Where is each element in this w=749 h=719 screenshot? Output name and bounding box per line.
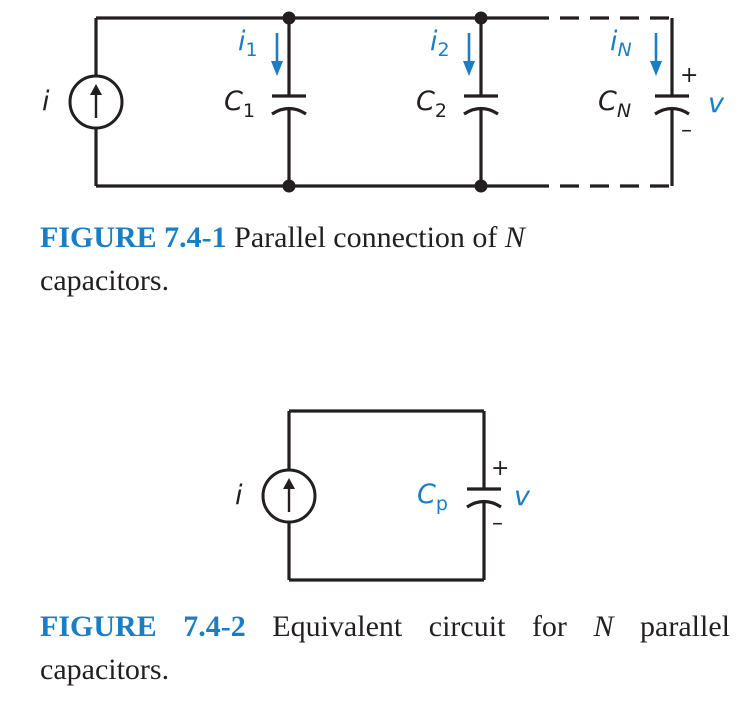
capacitor-label-cn: CN	[598, 86, 631, 122]
current-arrow-2	[463, 33, 475, 76]
capacitor-cn-symbol	[654, 94, 690, 116]
figure-caption-1: FIGURE 7.4-1 Parallel connection of N ca…	[40, 216, 600, 302]
current-label-1: i1	[238, 26, 258, 61]
fig1-wires	[94, 16, 674, 188]
current-source-symbol-fig2	[261, 468, 317, 524]
figure-number-1: FIGURE 7.4-1	[40, 221, 227, 254]
caption-text-2b: N	[593, 610, 614, 643]
plus-sign-fig2: +	[491, 456, 509, 481]
capacitor-cp-symbol	[466, 487, 502, 509]
node-top-2	[474, 11, 488, 25]
source-label: i	[42, 86, 50, 117]
caption-text-1c: capacitors.	[40, 264, 170, 297]
capacitor-label-c2: C2	[416, 86, 447, 122]
current-label-n: iN	[610, 26, 632, 61]
caption-text-2c: parallel capacitors.	[40, 610, 730, 686]
capacitor-label-cp: Cp	[417, 479, 448, 515]
current-arrow-n	[650, 33, 662, 76]
current-label-2: i2	[430, 26, 450, 61]
minus-sign-fig1: –	[681, 118, 692, 143]
figure-caption-2: FIGURE 7.4-2 Equivalent circuit for N pa…	[40, 605, 730, 691]
current-arrow-1	[271, 33, 283, 76]
capacitor-c1-symbol	[271, 94, 307, 116]
source-label-fig2: i	[235, 480, 243, 511]
current-source-symbol	[68, 74, 124, 130]
node-top-1	[282, 11, 296, 25]
capacitor-label-c1: C1	[224, 86, 255, 122]
figure-number-2: FIGURE 7.4-2	[40, 610, 246, 643]
caption-text-1a: Parallel connection of	[226, 221, 505, 254]
caption-text-2a: Equivalent circuit for	[245, 610, 594, 643]
node-bottom-1	[282, 179, 296, 193]
fig2-wires	[287, 409, 486, 582]
capacitor-c2-symbol	[463, 94, 499, 116]
node-bottom-2	[474, 179, 488, 193]
minus-sign-fig2: –	[492, 511, 503, 536]
caption-text-1b: N	[504, 221, 525, 254]
voltage-label-fig2: v	[514, 481, 531, 512]
plus-sign-fig1: +	[680, 63, 698, 88]
voltage-label-fig1: v	[708, 88, 725, 119]
